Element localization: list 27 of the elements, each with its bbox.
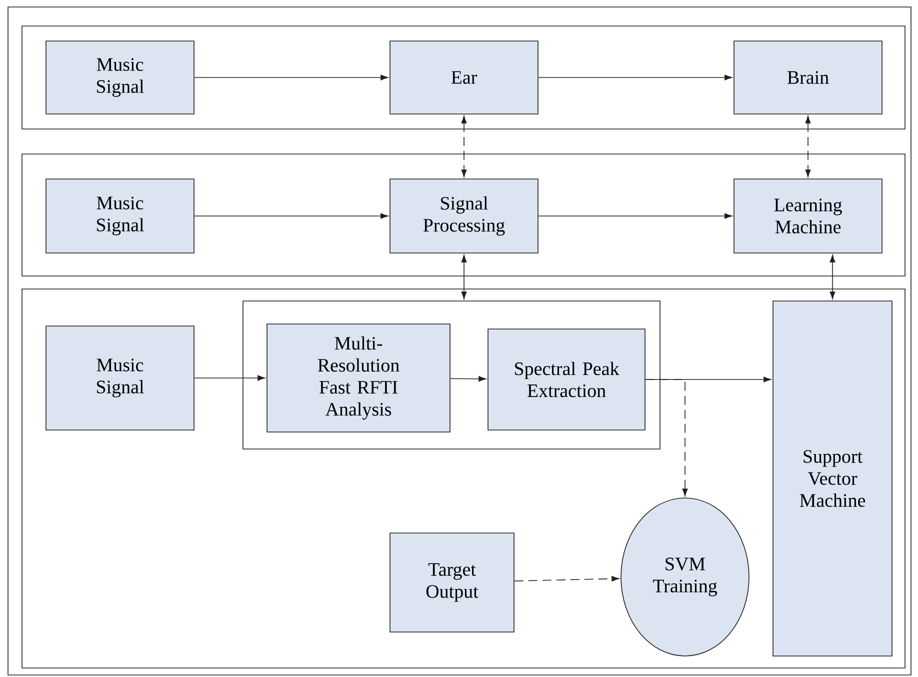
arrow — [538, 213, 732, 219]
arrow — [645, 379, 688, 496]
arrow — [514, 576, 620, 582]
panel — [22, 154, 906, 276]
arrow — [830, 254, 836, 300]
arrow — [194, 213, 388, 219]
process-box: Signal Processing — [390, 178, 538, 254]
group-box — [242, 300, 660, 450]
panel — [22, 288, 906, 668]
panel — [22, 26, 906, 130]
arrow — [194, 375, 266, 381]
arrow — [461, 254, 467, 300]
process-box: Music Signal — [46, 326, 194, 430]
arrow — [450, 376, 486, 382]
arrow — [538, 74, 732, 80]
process-box: Learning Machine — [734, 178, 882, 254]
process-box: Ear — [390, 40, 538, 114]
process-box: Multi-Resolution Fast RFTI Analysis — [266, 324, 450, 432]
process-box: Support Vector Machine — [772, 300, 892, 656]
arrow — [461, 116, 467, 178]
arrow — [805, 116, 811, 178]
process-box: Music Signal — [46, 178, 194, 254]
process-box: Spectral Peak Extraction — [488, 328, 646, 430]
process-box: Target Output — [390, 532, 514, 632]
process-box: Brain — [734, 40, 882, 114]
process-box: Music Signal — [46, 40, 194, 114]
arrow — [194, 74, 388, 80]
